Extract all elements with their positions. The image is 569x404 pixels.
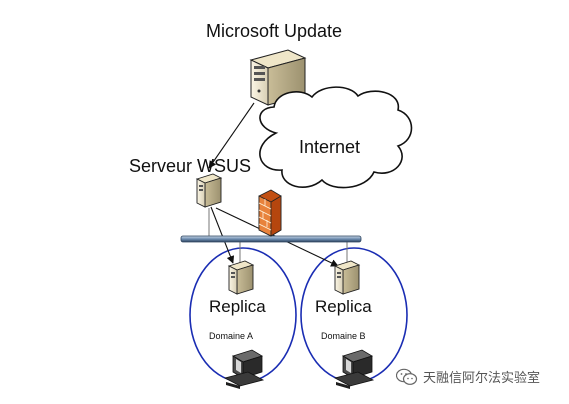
replica-b-server-icon <box>333 260 361 295</box>
internet-cloud-icon <box>259 86 413 189</box>
internet-label: Internet <box>299 137 361 157</box>
replica-b-label: Replica <box>315 297 372 316</box>
microsoft-update-label: Microsoft Update <box>206 21 343 41</box>
wsus-server-label: Serveur WSUS <box>129 156 252 176</box>
domain-b-label: Domaine B <box>321 331 366 341</box>
replica-a-label: Replica <box>209 297 266 316</box>
wsus-server-icon <box>195 173 223 208</box>
firewall-icon <box>258 189 282 237</box>
network-drops <box>208 208 348 264</box>
watermark-text: 天融信阿尔法实验室 <box>423 371 541 386</box>
client-a-computer-icon <box>223 349 265 389</box>
watermark: 天融信阿尔法实验室 <box>396 367 540 386</box>
domain-a-label: Domaine A <box>209 331 254 341</box>
client-b-computer-icon <box>333 349 375 389</box>
replica-a-server-icon <box>227 260 255 295</box>
wechat-icon <box>396 368 418 385</box>
network-bus <box>180 235 362 243</box>
